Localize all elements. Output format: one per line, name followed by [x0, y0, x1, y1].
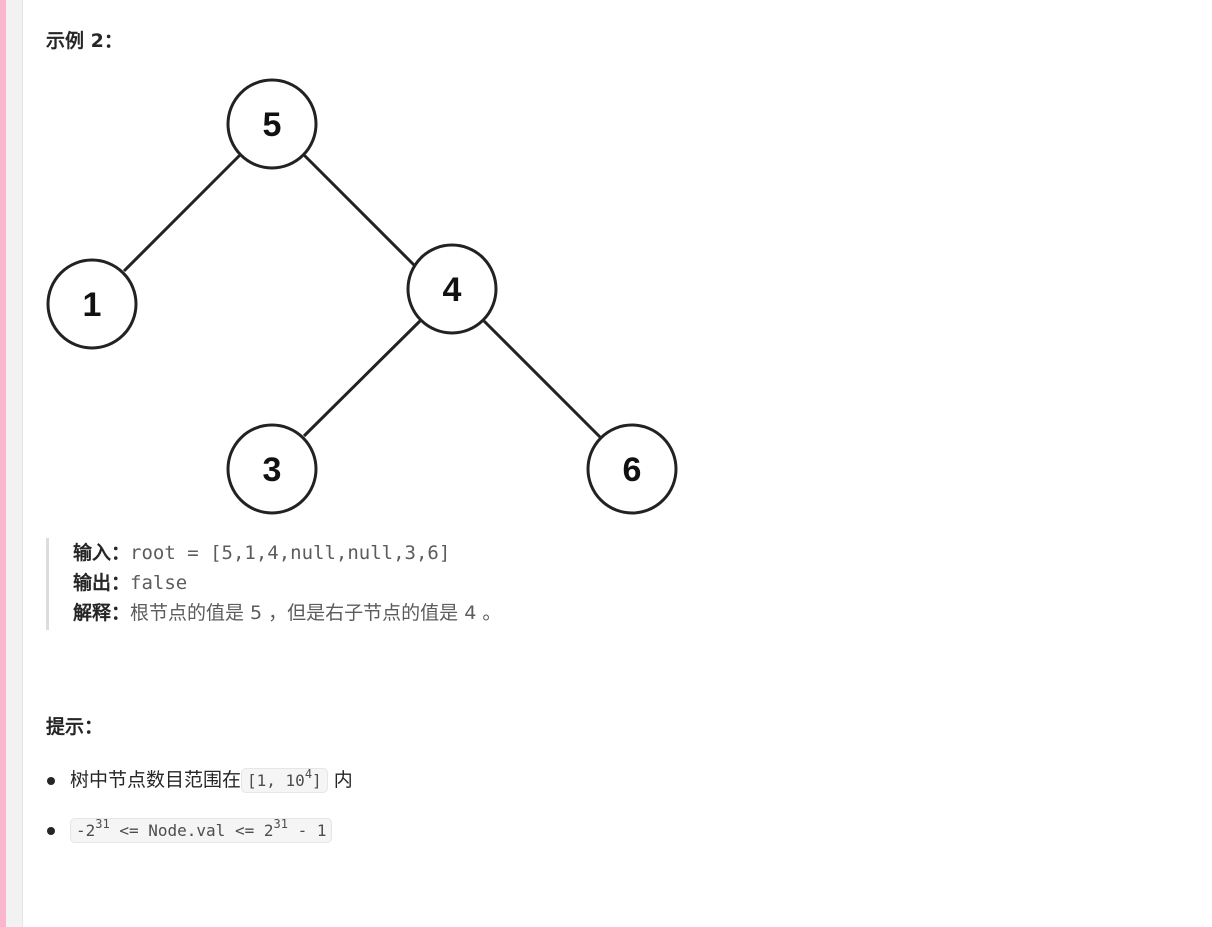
- tree-edge: [302, 319, 422, 438]
- constraint-prefix: 树中节点数目范围在: [70, 769, 242, 791]
- code-superscript: 31: [95, 817, 110, 831]
- tree-node-label: 6: [623, 451, 642, 489]
- left-gutter: [6, 0, 23, 927]
- constraint-item: -231 <= Node.val <= 231 - 1: [46, 812, 353, 848]
- constraint-code: [1, 104]: [241, 768, 328, 793]
- binary-tree-diagram: 5 1 4 3 6: [46, 78, 678, 515]
- tree-node-label: 5: [263, 106, 282, 144]
- tree-node: 6: [586, 423, 678, 515]
- constraint-item: 树中节点数目范围在[1, 104] 内: [46, 762, 353, 798]
- code-text: -2: [76, 821, 96, 840]
- example-title: 示例 2：: [46, 30, 123, 52]
- constraint-code: -231 <= Node.val <= 231 - 1: [70, 817, 333, 843]
- bullet-icon: [47, 777, 55, 785]
- tree-node: 1: [46, 258, 138, 350]
- code-text: <= Node.val <= 2: [109, 821, 274, 840]
- code-superscript: 4: [304, 767, 313, 781]
- code-text: - 1: [287, 821, 327, 840]
- input-line: 输入：root = [5,1,4,null,null,3,6]: [73, 538, 501, 568]
- tree-edge: [302, 153, 416, 267]
- tree-node: 4: [406, 243, 498, 335]
- tree-edge: [482, 319, 602, 439]
- input-label: 输入：: [73, 542, 131, 564]
- tree-node-label: 4: [443, 271, 462, 309]
- tree-node: 5: [226, 78, 318, 170]
- output-line: 输出：false: [73, 568, 501, 598]
- hints-title: 提示：: [46, 716, 104, 738]
- explanation-label: 解释：: [73, 602, 131, 624]
- tree-node-label: 1: [83, 286, 102, 324]
- explanation-line: 解释：根节点的值是 5 ，但是右子节点的值是 4 。: [73, 598, 501, 628]
- code-superscript: 31: [273, 817, 288, 831]
- output-label: 输出：: [73, 572, 131, 594]
- explanation-text: 根节点的值是 5 ，但是右子节点的值是 4 。: [130, 602, 502, 624]
- tree-node: 3: [226, 423, 318, 515]
- tree-edge: [122, 153, 242, 273]
- left-accent-bar: [0, 0, 6, 927]
- output-value: false: [130, 572, 188, 594]
- tree-edges: [122, 153, 602, 439]
- code-text: ]: [312, 771, 322, 790]
- code-text: [1, 10: [247, 771, 305, 790]
- constraints-list: 树中节点数目范围在[1, 104] 内 -231 <= Node.val <= …: [46, 762, 353, 862]
- input-value: root = [5,1,4,null,null,3,6]: [130, 542, 451, 564]
- constraint-suffix: 内: [327, 769, 353, 791]
- bullet-icon: [47, 827, 55, 835]
- example-io-block: 输入：root = [5,1,4,null,null,3,6] 输出：false…: [46, 538, 501, 630]
- tree-node-label: 3: [263, 451, 282, 489]
